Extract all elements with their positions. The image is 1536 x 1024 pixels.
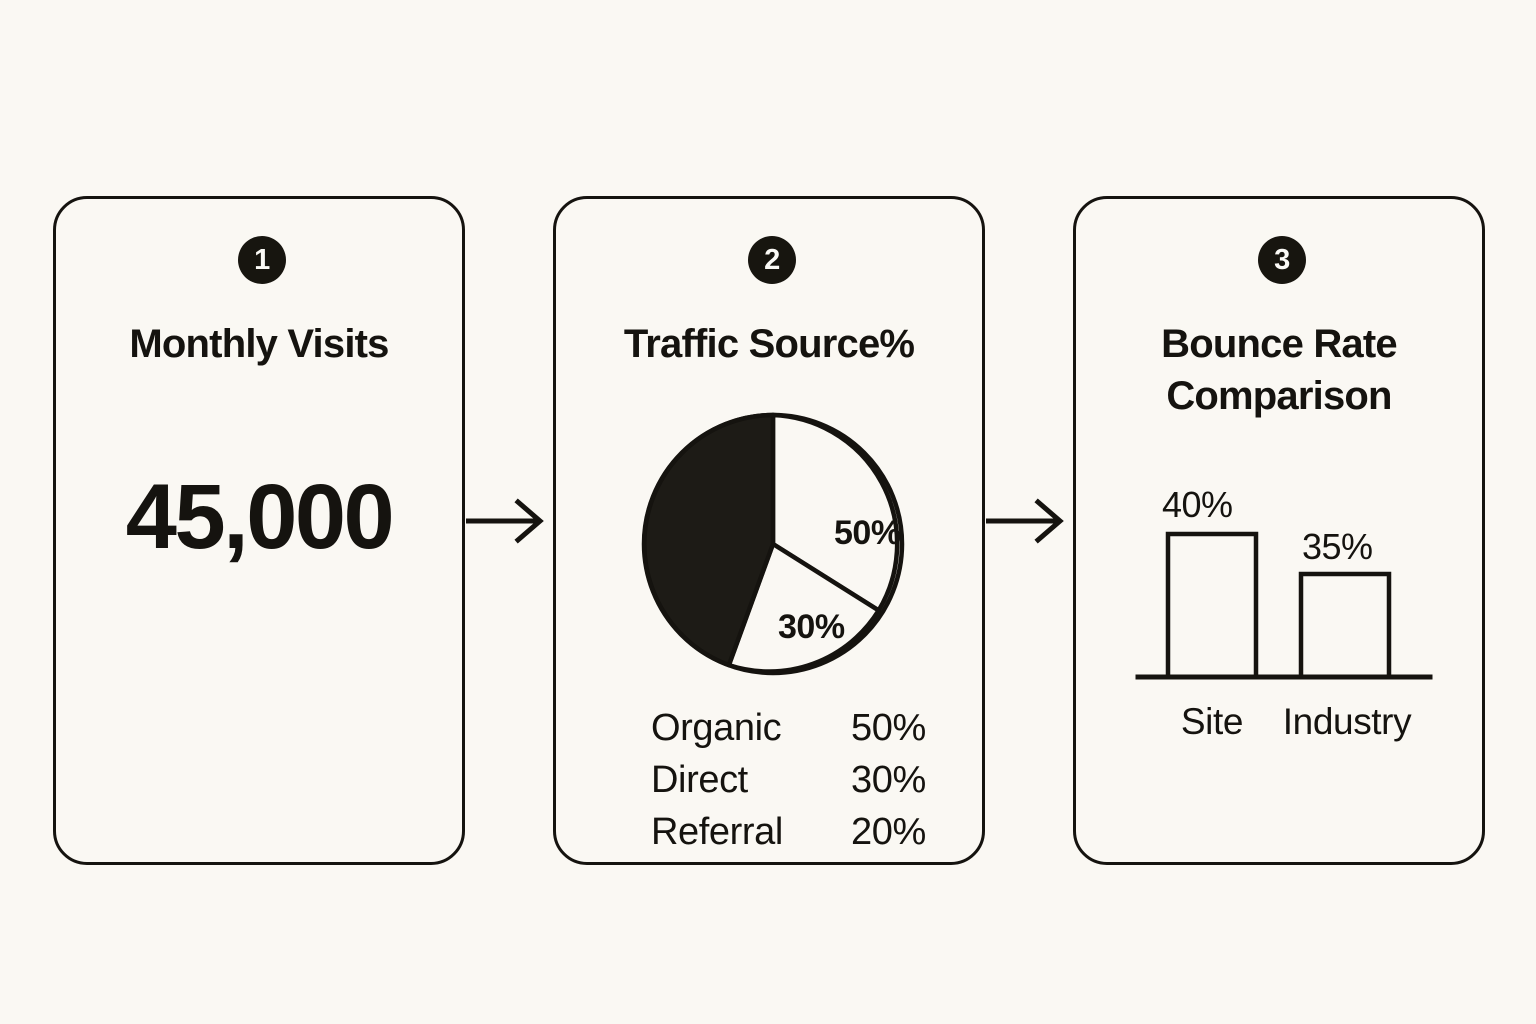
legend-value-direct: 30% [851, 759, 926, 801]
card-title-bounce-rate: Bounce Rate Comparison [1161, 322, 1398, 418]
metric-value-monthly-visits: 45,000 [125, 466, 395, 568]
pie-chart-traffic-source: 50% 30% [640, 411, 906, 677]
legend-value-organic: 50% [851, 707, 926, 749]
bar-category-site: Site [1180, 701, 1244, 742]
arrow-right-icon [985, 497, 1076, 545]
legend-value-referral: 20% [851, 811, 926, 853]
pie-slice-label-organic: 50% [834, 514, 901, 552]
legend-label-direct: Direct [651, 759, 748, 801]
legend-label-referral: Referral [651, 811, 783, 853]
metric-card-traffic-source[interactable]: 2 Traffic Source% 50% 30% Organic 50% Di… [553, 196, 985, 865]
step-badge-2: 2 [748, 236, 796, 284]
pie-legend: Organic 50% Direct 30% Referral 20% [651, 707, 951, 863]
legend-item-referral: Referral 20% [651, 811, 951, 863]
legend-item-direct: Direct 30% [651, 759, 951, 811]
legend-label-organic: Organic [651, 707, 782, 749]
arrow-right-icon [465, 497, 556, 545]
bar-site [1165, 531, 1259, 680]
bar-value-industry: 35% [1302, 526, 1373, 567]
card-title-traffic-source: Traffic Source% [623, 322, 915, 366]
metric-card-bounce-rate[interactable]: 3 Bounce Rate Comparison 40% 35% Site In… [1073, 196, 1485, 865]
pie-slice-label-direct: 30% [778, 608, 845, 646]
legend-item-organic: Organic 50% [651, 707, 951, 759]
card-title-monthly-visits: Monthly Visits [129, 322, 389, 366]
bar-chart-bounce-rate: 40% 35% Site Industry [1124, 479, 1444, 742]
metric-card-monthly-visits[interactable]: 1 Monthly Visits 45,000 [53, 196, 465, 865]
bar-value-site: 40% [1162, 484, 1233, 525]
bar-category-industry: Industry [1282, 701, 1412, 742]
bar-industry [1298, 571, 1392, 680]
step-badge-3: 3 [1258, 236, 1306, 284]
step-badge-1: 1 [238, 236, 286, 284]
